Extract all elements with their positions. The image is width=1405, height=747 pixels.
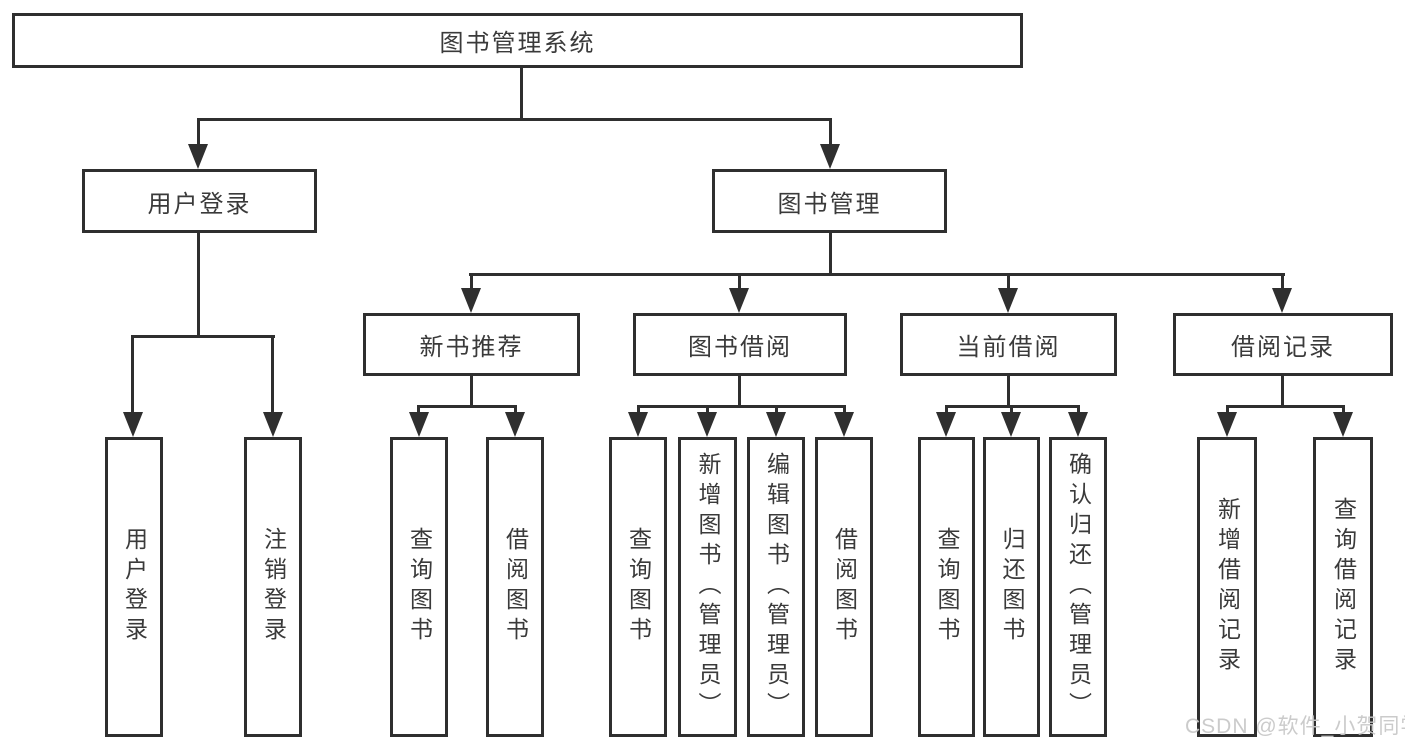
- connector-new-book-rail: [417, 405, 517, 408]
- connector-drop: [843, 405, 846, 417]
- node-leaf-query-record: 查询借阅记录: [1313, 437, 1373, 737]
- node-leaf-borrow-book-a: 借阅图书: [486, 437, 544, 737]
- node-user-login-label: 用户登录: [147, 190, 252, 218]
- connector-drop: [514, 405, 517, 417]
- node-leaf-add-book: 新增图书（管理员）: [678, 437, 737, 737]
- leaf-label: 查询图书: [934, 527, 960, 647]
- node-book-management-label: 图书管理: [777, 190, 882, 218]
- node-leaf-add-record: 新增借阅记录: [1197, 437, 1257, 737]
- connector-drop: [945, 405, 948, 417]
- connector-book-management-drop: [829, 118, 832, 148]
- leaf-label: 新增图书（管理员）: [695, 452, 721, 722]
- connector-current-borrow-drop: [1007, 273, 1010, 291]
- node-book-borrow-label: 图书借阅: [688, 334, 792, 361]
- arrowhead-down-icon: [936, 412, 956, 437]
- arrowhead-down-icon: [766, 412, 786, 437]
- leaf-label: 编辑图书（管理员）: [763, 452, 790, 722]
- leaf-label: 确认归还（管理员）: [1065, 452, 1092, 722]
- leaf-label: 查询借阅记录: [1330, 497, 1357, 677]
- connector-leaf-logout-drop: [271, 335, 274, 415]
- connector-leaf-user-login-drop: [131, 335, 134, 415]
- arrowhead-down-icon: [188, 144, 208, 169]
- arrowhead-down-icon: [1333, 412, 1353, 437]
- connector-borrow-record-rail: [1226, 405, 1345, 408]
- node-current-borrow-label: 当前借阅: [956, 334, 1061, 361]
- connector-borrow-record-stem: [1281, 376, 1284, 407]
- connector-book-borrow-stem: [738, 376, 741, 407]
- connector-drop: [637, 405, 640, 417]
- arrowhead-down-icon: [1001, 412, 1021, 437]
- leaf-label: 借阅图书: [502, 527, 529, 647]
- node-leaf-borrow-book-b: 借阅图书: [815, 437, 873, 737]
- node-leaf-return-book: 归还图书: [983, 437, 1040, 737]
- leaf-label: 注销登录: [260, 527, 287, 647]
- connector-level1-rail: [197, 118, 832, 121]
- connector-drop: [417, 405, 420, 417]
- arrowhead-down-icon: [461, 288, 481, 313]
- node-leaf-query-book-a: 查询图书: [390, 437, 448, 737]
- arrowhead-down-icon: [998, 288, 1018, 313]
- arrowhead-down-icon: [263, 412, 283, 437]
- arrowhead-down-icon: [834, 412, 854, 437]
- connector-new-book-stem: [470, 376, 473, 407]
- connector-current-borrow-stem: [1007, 376, 1010, 407]
- node-leaf-logout: 注销登录: [244, 437, 302, 737]
- leaf-label: 新增借阅记录: [1214, 497, 1241, 677]
- arrowhead-down-icon: [505, 412, 525, 437]
- arrowhead-down-icon: [123, 412, 143, 437]
- connector-level2-rail: [469, 273, 1285, 276]
- leaf-label: 归还图书: [999, 527, 1025, 647]
- node-leaf-confirm-return: 确认归还（管理员）: [1049, 437, 1107, 737]
- connector-drop: [706, 405, 709, 417]
- leaf-label: 借阅图书: [831, 527, 858, 647]
- connector-borrow-record-drop: [1281, 273, 1284, 291]
- connector-user-login-rail: [132, 335, 275, 338]
- node-new-book-recommend: 新书推荐: [363, 313, 580, 376]
- arrowhead-down-icon: [409, 412, 429, 437]
- node-new-book-recommend-label: 新书推荐: [419, 334, 524, 361]
- node-user-login: 用户登录: [82, 169, 317, 233]
- connector-drop: [1077, 405, 1080, 417]
- connector-user-login-stem: [197, 233, 200, 337]
- connector-root-stem: [520, 68, 523, 120]
- node-book-borrow: 图书借阅: [633, 313, 847, 376]
- connector-new-book-drop: [470, 273, 473, 291]
- connector-user-login-drop: [197, 118, 200, 148]
- node-leaf-query-book-c: 查询图书: [918, 437, 975, 737]
- connector-book-borrow-rail: [637, 405, 846, 408]
- arrowhead-down-icon: [1068, 412, 1088, 437]
- connector-book-management-stem: [829, 233, 832, 275]
- node-leaf-edit-book: 编辑图书（管理员）: [747, 437, 805, 737]
- connector-drop: [1226, 405, 1229, 417]
- node-root-label: 图书管理系统: [439, 30, 596, 57]
- node-book-management: 图书管理: [712, 169, 947, 233]
- arrowhead-down-icon: [628, 412, 648, 437]
- connector-drop: [775, 405, 778, 417]
- connector-drop: [1010, 405, 1013, 417]
- node-leaf-query-book-b: 查询图书: [609, 437, 667, 737]
- connector-book-borrow-drop: [738, 273, 741, 291]
- node-root: 图书管理系统: [12, 13, 1023, 68]
- arrowhead-down-icon: [1217, 412, 1237, 437]
- node-borrow-record-label: 借阅记录: [1231, 334, 1335, 361]
- csdn-watermark: CSDN @软件_小贺同学: [1185, 715, 1405, 738]
- arrowhead-down-icon: [697, 412, 717, 437]
- arrowhead-down-icon: [820, 144, 840, 169]
- node-leaf-user-login: 用户登录: [105, 437, 163, 737]
- leaf-label: 用户登录: [121, 527, 148, 647]
- node-borrow-record: 借阅记录: [1173, 313, 1393, 376]
- leaf-label: 查询图书: [625, 527, 652, 647]
- leaf-label: 查询图书: [406, 527, 433, 647]
- connector-drop: [1342, 405, 1345, 417]
- arrowhead-down-icon: [729, 288, 749, 313]
- arrowhead-down-icon: [1272, 288, 1292, 313]
- node-current-borrow: 当前借阅: [900, 313, 1117, 376]
